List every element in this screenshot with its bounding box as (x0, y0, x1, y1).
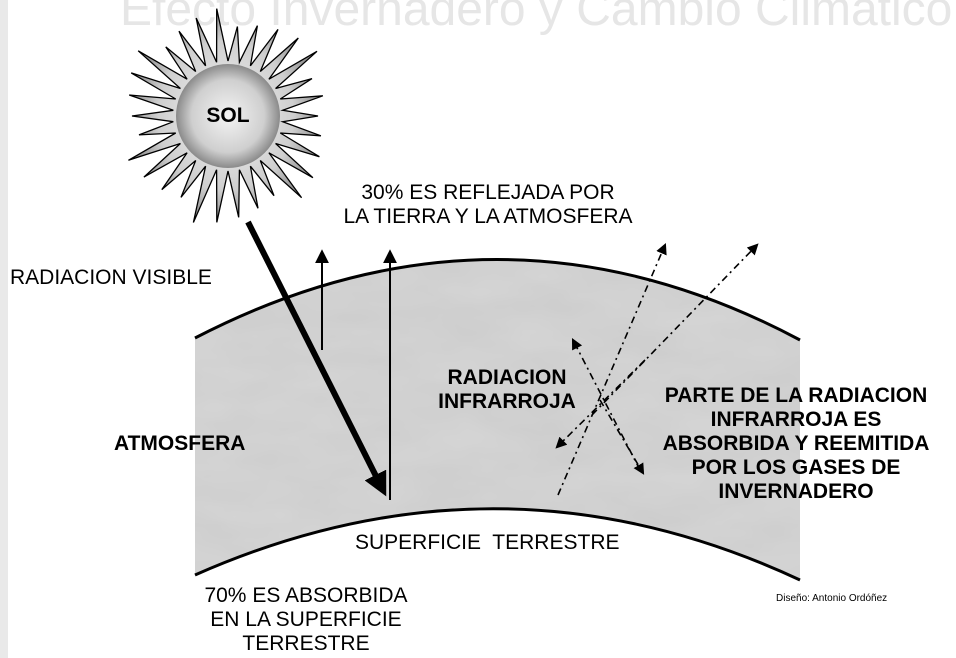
infrared-arrow-reemit-up (571, 338, 641, 471)
ghost-title: Efecto Invernadero y Cambio Climático (120, 0, 953, 36)
credit-label: Diseño: Antonio Ordóñez (776, 593, 888, 604)
infrared-arrow-back (555, 359, 646, 449)
infrared-arrow-escape-1 (557, 242, 667, 496)
surface-label: SUPERFICIE TERRESTRE (355, 531, 620, 554)
surface-edge (194, 507, 801, 582)
infrared-arrows (555, 242, 759, 496)
visible-radiation-label: RADIACION VISIBLE (10, 266, 212, 289)
infrared-label: RADIACION INFRARROJA (438, 366, 576, 413)
visible-radiation-arrow (245, 220, 387, 497)
sun-label: SOL (206, 104, 250, 127)
atmosphere-top-edge (194, 258, 801, 342)
left-edge-bar (0, 0, 8, 658)
absorbed-reemitted-label: PARTE DE LA RADIACION INFRARROJA ES ABSO… (662, 384, 930, 503)
atmosphere-label: ATMOSFERA (114, 432, 246, 455)
sun-icon (128, 8, 324, 223)
infrared-arrow-reemit-down (599, 399, 645, 475)
absorbed-surface-label: 70% ES ABSORBIDA EN LA SUPERFICIE TERRES… (204, 584, 408, 655)
infrared-arrow-escape-2 (591, 243, 759, 416)
reflected-label: 30% ES REFLEJADA POR LA TIERRA Y LA ATMO… (343, 181, 633, 228)
